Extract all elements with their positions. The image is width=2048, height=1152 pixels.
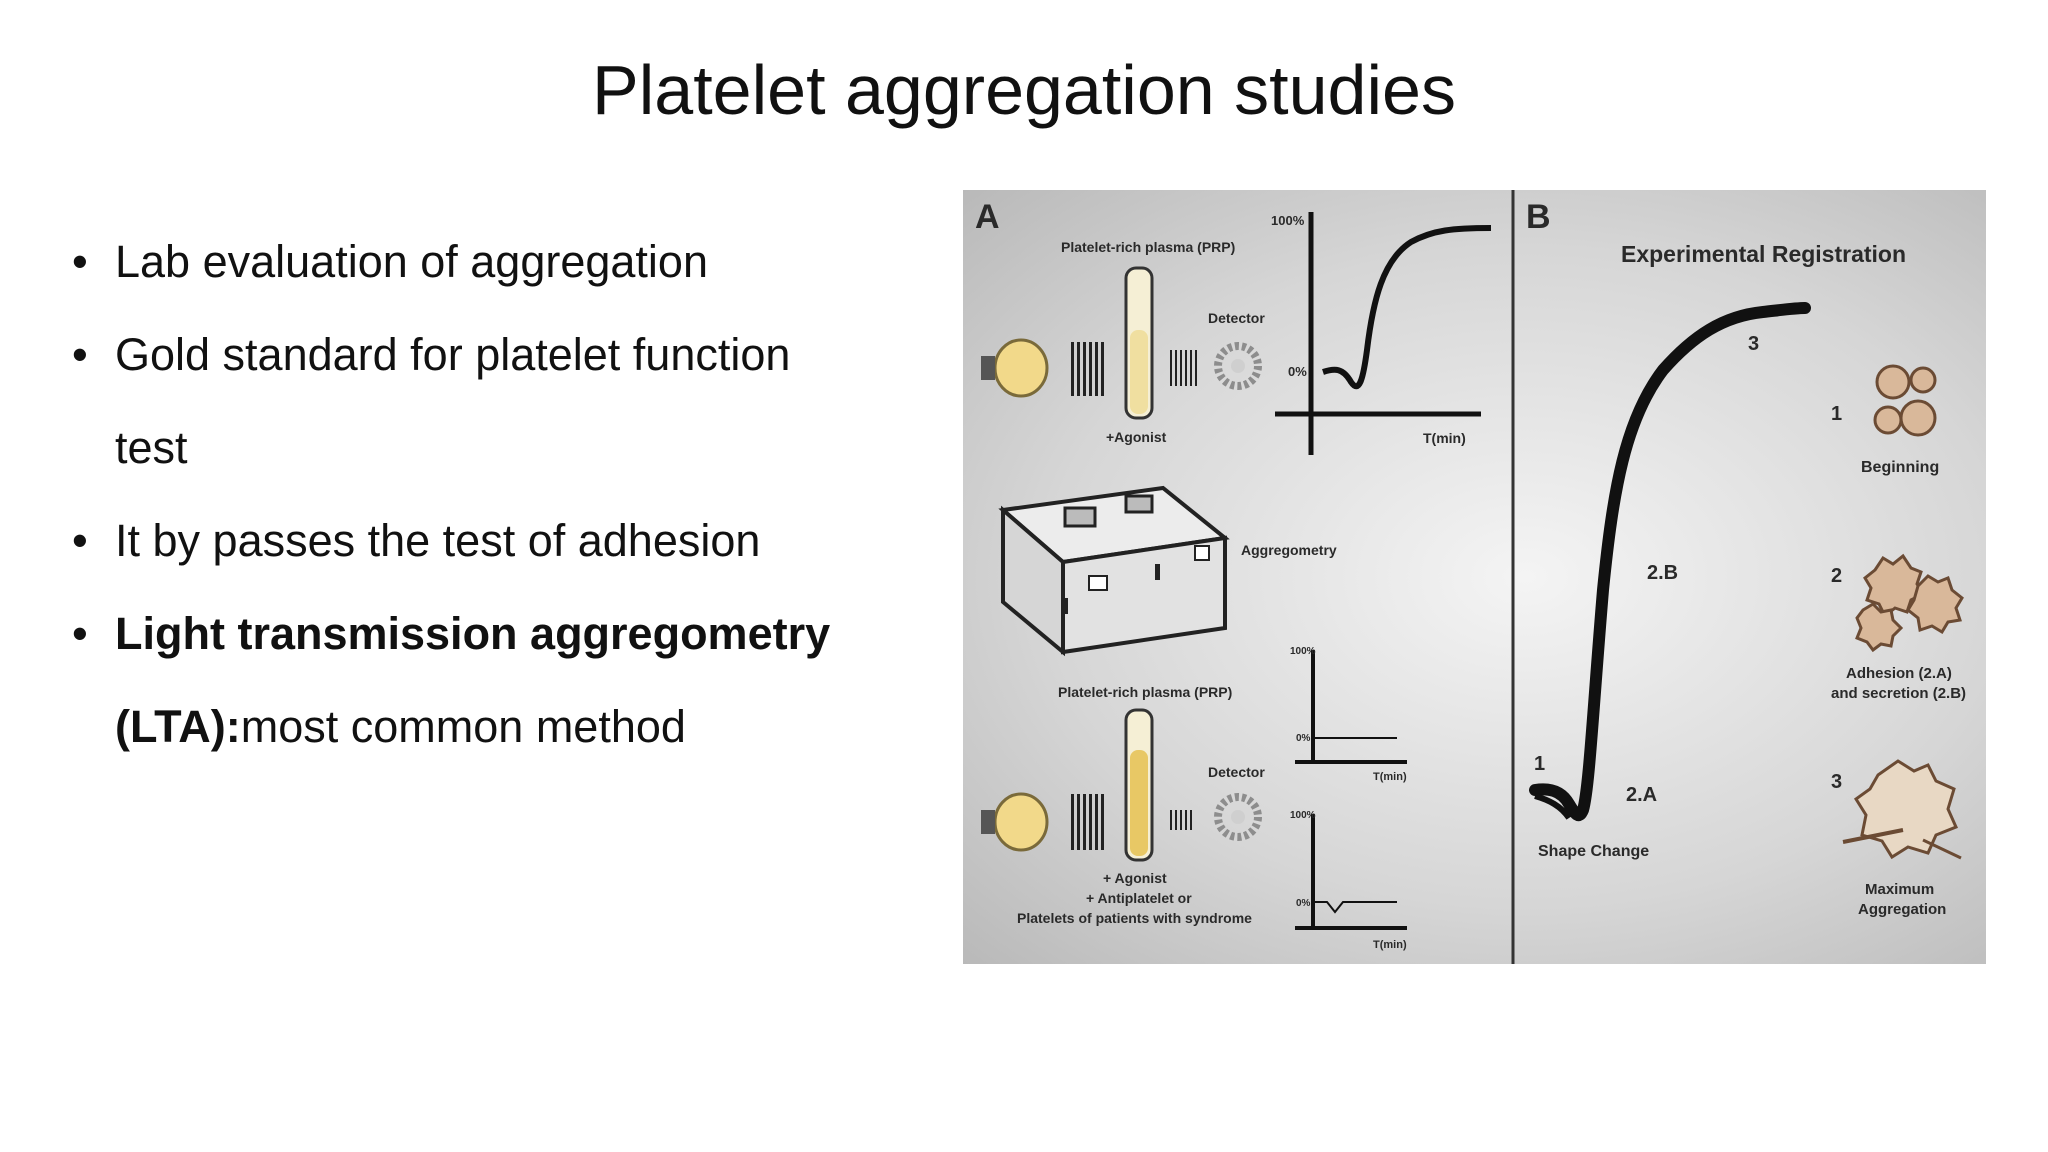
bullet-text: Gold standard for platelet function: [115, 329, 791, 380]
agonist-label-bottom-1: + Agonist: [1103, 870, 1167, 886]
small-x-a: T(min): [1373, 771, 1407, 783]
curve-label-3: 3: [1748, 333, 1759, 355]
detector-label-bottom: Detector: [1208, 764, 1265, 780]
activated-platelets-icon: [1855, 553, 1964, 653]
bullet-text: Lab evaluation of aggregation: [115, 236, 708, 287]
panel-b-letter: B: [1526, 198, 1551, 236]
bullet-list: • Lab evaluation of aggregation • Gold sta…: [72, 215, 902, 773]
experimental-registration-heading: Experimental Registration: [1621, 241, 1906, 267]
agonist-label-top: +Agonist: [1106, 429, 1167, 445]
prp-label-top: Platelet-rich plasma (PRP): [1061, 239, 1235, 255]
bullet-item: • It by passes the test of adhesion: [72, 494, 902, 587]
slide-title: Platelet aggregation studies: [592, 51, 1456, 129]
stage-1-number: 1: [1831, 403, 1842, 425]
aggregometry-label: Aggregometry: [1241, 542, 1337, 558]
light-beam-icon: [1071, 342, 1104, 396]
bullet-text: It by passes the test of adhesion: [115, 515, 761, 566]
stage-2-label-1: Adhesion (2.A): [1846, 665, 1952, 682]
small-x-b: T(min): [1373, 939, 1407, 951]
light-bulb-icon: [981, 792, 1049, 852]
bullet-continuation: test: [72, 401, 902, 494]
small-y100-a: 100%: [1290, 646, 1316, 657]
aggregation-curve: [1529, 302, 1811, 821]
bullet-bold-text: (LTA):: [115, 701, 241, 752]
panel-a-letter: A: [975, 198, 1000, 236]
agonist-label-bottom-2: + Antiplatelet or: [1086, 890, 1192, 906]
aggregation-graph-top: [1275, 212, 1492, 455]
stage-3-label-1: Maximum: [1865, 881, 1934, 898]
curve-label-1: 1: [1534, 753, 1545, 775]
shape-change-label: Shape Change: [1538, 843, 1649, 860]
y-axis-0-top: 0%: [1288, 364, 1307, 379]
bullet-dot: •: [72, 329, 88, 380]
aggregometry-figure: A Platelet-rich plasma (PRP): [963, 190, 1986, 964]
aggregation-graph-small-a: [1295, 650, 1407, 764]
light-beam-icon: [1170, 350, 1197, 386]
small-y0-b: 0%: [1296, 898, 1311, 909]
bullet-dot: •: [72, 608, 88, 659]
bullet-bold-text: Light transmission aggregometry: [115, 608, 831, 659]
small-y100-b: 100%: [1290, 810, 1316, 821]
small-y0-a: 0%: [1296, 733, 1311, 744]
detector-icon: [1214, 793, 1262, 841]
stage-2-number: 2: [1831, 565, 1842, 587]
bullet-text: test: [115, 422, 188, 473]
curve-label-2b: 2.B: [1647, 562, 1678, 584]
stage-2-label-2: and secretion (2.B): [1831, 685, 1966, 702]
bullet-text: most common method: [240, 701, 686, 752]
aggregation-graph-small-b: [1295, 814, 1407, 930]
light-bulb-icon: [981, 338, 1049, 398]
agonist-label-bottom-3: Platelets of patients with syndrome: [1017, 910, 1252, 926]
figure-svg: A Platelet-rich plasma (PRP): [975, 190, 1966, 964]
x-axis-label-top: T(min): [1423, 430, 1466, 446]
detector-icon: [1214, 342, 1262, 390]
bullet-item: • Gold standard for platelet function: [72, 308, 902, 401]
bullet-item: • Light transmission aggregometry: [72, 587, 902, 680]
aggregated-platelets-icon: [1842, 759, 1962, 860]
stage-3-label-2: Aggregation: [1858, 901, 1946, 918]
aggregometer-device-icon: [998, 485, 1230, 657]
light-beam-icon: [1071, 794, 1104, 850]
curve-label-2a: 2.A: [1626, 784, 1657, 806]
bullet-item: • Lab evaluation of aggregation: [72, 215, 902, 308]
test-tube-icon: [1124, 266, 1154, 420]
bullet-dot: •: [72, 515, 88, 566]
light-beam-icon: [1170, 810, 1192, 830]
stage-3-number: 3: [1831, 771, 1842, 793]
resting-platelets-icon: [1873, 364, 1937, 437]
prp-label-bottom: Platelet-rich plasma (PRP): [1058, 684, 1232, 700]
detector-label-top: Detector: [1208, 310, 1265, 326]
stage-1-label: Beginning: [1861, 459, 1939, 476]
bullet-dot: •: [72, 236, 88, 287]
y-axis-100-top: 100%: [1271, 213, 1305, 228]
bullet-continuation: (LTA):most common method: [72, 680, 902, 773]
test-tube-icon: [1124, 708, 1154, 862]
